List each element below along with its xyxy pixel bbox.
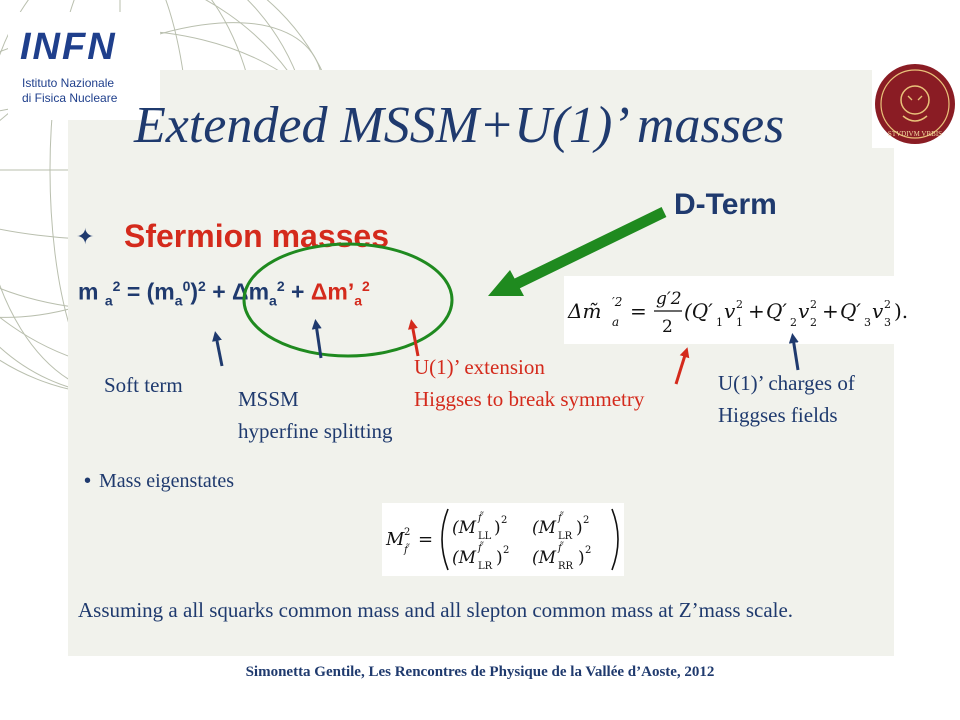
f2-lr2-close: ) — [496, 548, 503, 568]
f2-lr2-sup: f̃ — [477, 542, 484, 554]
f2-mrr: (M — [532, 548, 557, 568]
label-u1-extension: U(1)’ extension — [414, 355, 545, 379]
eq-plus: + — [284, 278, 311, 305]
f2-lr1-sub: LR — [558, 531, 573, 542]
eq-lhs-sub: a — [104, 292, 113, 309]
f1-q3: Q′ — [840, 299, 861, 323]
f1-plus2: + — [822, 299, 839, 323]
f2-rr-sup: f̃ — [557, 542, 564, 554]
f1-q1: (Q′ — [684, 299, 713, 323]
f1-v1-sup: 2 — [736, 298, 743, 311]
eq-m0-sub: a — [174, 292, 183, 309]
f2-lhs: M — [385, 529, 405, 550]
eq-close-pow: 2 — [198, 278, 206, 294]
f1-end: ). — [894, 299, 908, 323]
dterm-formula: Δm̃ ′2 a = g′2 2 (Q′ 1 v 2 1 + Q′ 2 v 2 … — [564, 276, 920, 344]
f1-eq: = — [630, 299, 647, 323]
f1-q3-sub: 3 — [864, 316, 871, 329]
eq-dmprime: Δm’ — [310, 278, 355, 305]
slide-footer: Simonetta Gentile, Les Rencontres de Phy… — [245, 664, 715, 680]
f1-v2-sub: 2 — [810, 316, 817, 329]
f2-ll-sup: f̃ — [477, 512, 484, 524]
f2-eq: = — [418, 529, 433, 550]
label-hyperfine: hyperfine splitting — [238, 419, 393, 443]
f2-lr2-pow: 2 — [503, 545, 509, 556]
eq-dm-sup: 2 — [276, 278, 285, 294]
f2-rr-pow: 2 — [585, 545, 591, 556]
f2-mlr1: (M — [532, 518, 557, 538]
label-higgses-break: Higgses to break symmetry — [414, 387, 645, 411]
f2-mlr2: (M — [452, 548, 477, 568]
eq-plus-dm: + Δm — [205, 278, 270, 305]
f1-q2-sub: 2 — [790, 316, 797, 329]
eq-lhs-m: m — [78, 278, 99, 305]
mass-eigenstates-bullet: • Mass eigenstates — [84, 470, 234, 493]
f1-den: 2 — [662, 317, 673, 337]
eq-dmprime-sub: a — [354, 292, 363, 309]
f1-lhs-sup: ′2 — [612, 295, 622, 309]
f1-q2: Q′ — [766, 299, 787, 323]
university-seal-icon: STVDIVM VRBIS — [872, 60, 958, 148]
bullet-heading: Sfermion masses — [124, 218, 390, 254]
label-u1-charges: U(1)’ charges of — [718, 371, 855, 395]
f2-lhs-sub: f̃ — [403, 544, 410, 556]
f2-rr-sub: RR — [558, 561, 574, 572]
infn-logo: INFN Istituto Nazionale di Fisica Nuclea… — [8, 12, 160, 120]
dterm-label: D-Term — [674, 188, 777, 221]
f2-lr1-close: ) — [576, 518, 583, 538]
eq-close: ) — [190, 278, 199, 305]
f1-v3-sup: 2 — [884, 298, 891, 311]
mass-matrix-formula: M 2 f̃ = (M f̃ LL ) 2 (M f̃ LR ) 2 (M f̃ — [382, 503, 624, 576]
f1-lhs-sub: a — [612, 315, 619, 329]
eq-equals: = (m — [126, 278, 175, 305]
star-bullet-icon: ✦ — [76, 224, 95, 249]
f1-v3-sub: 3 — [884, 316, 891, 329]
f2-lr1-sup: f̃ — [557, 512, 564, 524]
infn-logo-line2: di Fisica Nucleare — [22, 91, 118, 105]
f1-v1: v — [724, 299, 736, 323]
infn-logo-line1: Istituto Nazionale — [22, 76, 115, 90]
f1-v2: v — [798, 299, 810, 323]
f1-lhs: Δm̃ — [567, 299, 601, 323]
mass-eigenstates-text: Mass eigenstates — [99, 470, 234, 492]
eq-dmprime-sup: 2 — [362, 278, 370, 294]
f2-ll-close: ) — [494, 518, 501, 538]
label-mssm: MSSM — [238, 387, 299, 411]
label-higgses-fields: Higgses fields — [718, 403, 838, 427]
mass-equation: m a2 = (ma0)2 + Δma2 + Δm’a2 — [78, 278, 370, 308]
f2-ll-pow: 2 — [501, 515, 507, 526]
assumption-text: Assuming a all squarks common mass and a… — [78, 598, 794, 622]
eq-dm-sub: a — [269, 292, 277, 309]
f2-ll-sub: LL — [478, 531, 492, 542]
slide-title: Extended MSSM+U(1)’ masses — [134, 97, 785, 154]
f2-lhs-sup: 2 — [404, 527, 410, 538]
seal-text: STVDIVM VRBIS — [888, 130, 942, 138]
f1-num: g′2 — [656, 289, 682, 309]
eq-lhs-sup: 2 — [112, 278, 121, 294]
f1-v1-sub: 1 — [736, 316, 743, 329]
f1-v3: v — [872, 299, 884, 323]
f2-lr2-sub: LR — [478, 561, 493, 572]
label-soft-term: Soft term — [104, 373, 183, 397]
f1-q1-sub: 1 — [716, 316, 723, 329]
f1-v2-sup: 2 — [810, 298, 817, 311]
f1-plus1: + — [748, 299, 765, 323]
infn-logo-letters: INFN — [20, 26, 117, 68]
f2-lr1-pow: 2 — [583, 515, 589, 526]
f2-mll: (M — [452, 518, 477, 538]
eq-m0-sup: 0 — [182, 278, 191, 294]
f2-rr-close: ) — [578, 548, 585, 568]
bullet-dot-icon: • — [84, 470, 92, 492]
